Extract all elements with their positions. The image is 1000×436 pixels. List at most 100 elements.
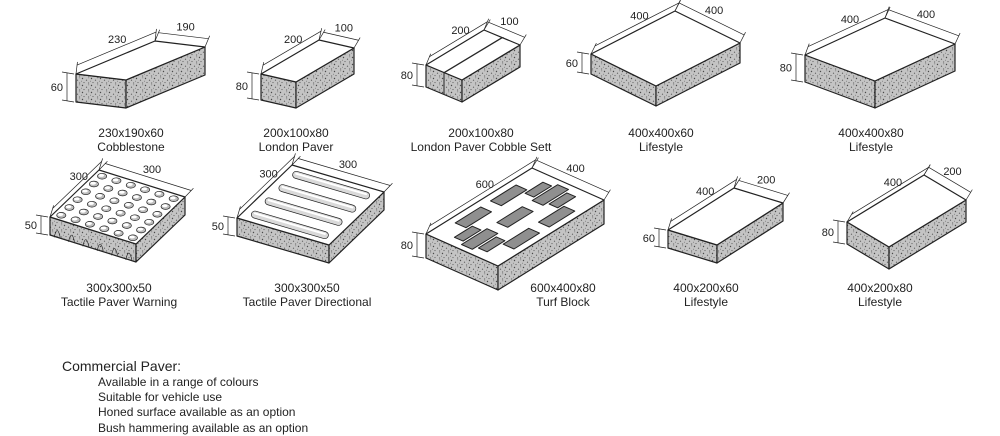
product-name: London Paver bbox=[258, 140, 334, 154]
turf-opening bbox=[496, 206, 534, 228]
tactile-dome-highlight bbox=[145, 219, 152, 223]
dimension-extension bbox=[576, 71, 590, 75]
dimension-extension bbox=[411, 255, 425, 259]
dimension-extension bbox=[603, 189, 611, 201]
tactile-dome-highlight bbox=[137, 227, 144, 231]
dimension-extension bbox=[353, 37, 361, 49]
tactile-bar-highlight bbox=[281, 185, 354, 209]
product-dimensions: 230x190x60 bbox=[98, 126, 164, 140]
tactile-dome-highlight bbox=[123, 223, 129, 227]
feature-item: Available in a range of colours bbox=[98, 375, 259, 389]
dimension-extension bbox=[75, 61, 78, 75]
product-caption: 400x400x60 Lifestyle bbox=[561, 126, 761, 154]
tactile-dome-highlight bbox=[162, 204, 168, 208]
dimension-extension bbox=[154, 28, 157, 42]
product-dimensions: 200x100x80 bbox=[263, 126, 329, 140]
sett-split-line bbox=[445, 36, 504, 73]
dimension-extension bbox=[483, 19, 491, 31]
dimension-extension bbox=[154, 29, 161, 42]
dimension-label: 100 bbox=[500, 16, 518, 28]
dimension-extension bbox=[318, 28, 323, 41]
tactile-dome-highlight bbox=[125, 203, 131, 206]
tactile-dome-highlight bbox=[74, 197, 80, 201]
tactile-dome-highlight bbox=[147, 199, 154, 203]
dimension-line bbox=[52, 161, 102, 209]
dimension-extension bbox=[782, 192, 790, 204]
dimension-label: 300 bbox=[339, 159, 357, 171]
tactile-bar-highlight bbox=[267, 199, 340, 222]
dimension-line bbox=[429, 21, 488, 57]
turf-opening bbox=[524, 181, 553, 198]
dimension-extension bbox=[222, 215, 236, 219]
dimension-extension bbox=[411, 62, 425, 66]
product-caption: 400x200x80 Lifestyle bbox=[780, 281, 980, 309]
tactile-dome-highlight bbox=[104, 186, 111, 190]
tactile-dome-highlight bbox=[72, 217, 78, 221]
dimension-line bbox=[158, 32, 209, 40]
tactile-dome-highlight bbox=[94, 214, 101, 218]
dimension-extension bbox=[291, 156, 301, 166]
dimension-line bbox=[678, 2, 745, 36]
feature-list: Available in a range of colours Suitable… bbox=[98, 375, 308, 436]
dimension-label: 200 bbox=[943, 166, 961, 178]
product-caption: 600x400x80 Turf Block bbox=[463, 281, 663, 309]
turf-opening bbox=[454, 206, 492, 229]
dimension-extension bbox=[98, 160, 108, 171]
dimension-extension bbox=[425, 53, 431, 66]
product-dimensions: 400x200x80 bbox=[847, 281, 913, 295]
dimension-extension bbox=[531, 157, 539, 169]
product-caption: 200x100x80 London Paver bbox=[196, 126, 396, 154]
tactile-dome-highlight bbox=[153, 212, 160, 215]
dimension-extension bbox=[318, 29, 326, 41]
tactile-dome-highlight bbox=[170, 196, 176, 200]
dimension-line bbox=[488, 21, 525, 38]
dimension-line bbox=[807, 9, 889, 47]
tactile-dome-highlight bbox=[108, 218, 115, 222]
dimension-line bbox=[888, 9, 959, 37]
dimension-extension bbox=[590, 42, 597, 55]
notch-line bbox=[68, 234, 75, 242]
dimension-extension bbox=[739, 32, 746, 44]
tactile-dome-highlight bbox=[141, 187, 148, 191]
dimension-label: 80 bbox=[780, 63, 792, 75]
dimension-extension bbox=[733, 177, 741, 189]
dimension-extension bbox=[98, 158, 103, 171]
tactile-dome-highlight bbox=[98, 173, 105, 177]
dimension-label: 400 bbox=[705, 5, 723, 17]
dimension-label: 400 bbox=[566, 163, 584, 175]
dimension-label: 100 bbox=[335, 23, 353, 35]
dimension-label: 80 bbox=[401, 70, 413, 82]
product-dimensions: 300x300x50 bbox=[86, 281, 152, 295]
dimension-line bbox=[262, 30, 322, 66]
notch-line bbox=[53, 230, 61, 238]
tactile-dome-highlight bbox=[57, 213, 64, 216]
product-dimensions: 400x400x60 bbox=[628, 126, 694, 140]
dimension-line bbox=[105, 163, 192, 191]
dimension-label: 80 bbox=[236, 81, 248, 93]
dimension-extension bbox=[884, 6, 891, 19]
notch-line bbox=[96, 243, 104, 251]
dimension-extension bbox=[923, 164, 931, 176]
turf-opening bbox=[531, 184, 569, 206]
tactile-dome-highlight bbox=[65, 205, 72, 209]
dimension-extension bbox=[790, 52, 804, 56]
dimension-extension bbox=[653, 245, 667, 249]
tactile-bar-highlight bbox=[295, 172, 368, 196]
product-dimensions: 400x200x60 bbox=[673, 281, 739, 295]
dimension-line bbox=[429, 159, 536, 227]
dimension-label: 190 bbox=[176, 22, 194, 34]
turf-opening bbox=[548, 192, 577, 209]
dimension-extension bbox=[291, 153, 296, 166]
dimension-extension bbox=[804, 43, 810, 56]
dimension-extension bbox=[576, 51, 590, 55]
dimension-label: 60 bbox=[643, 233, 655, 245]
dimension-extension bbox=[61, 71, 75, 75]
dimension-extension bbox=[425, 222, 432, 235]
product-name: London Paver Cobble Sett bbox=[410, 140, 552, 154]
product-dimensions: 200x100x80 bbox=[448, 126, 514, 140]
